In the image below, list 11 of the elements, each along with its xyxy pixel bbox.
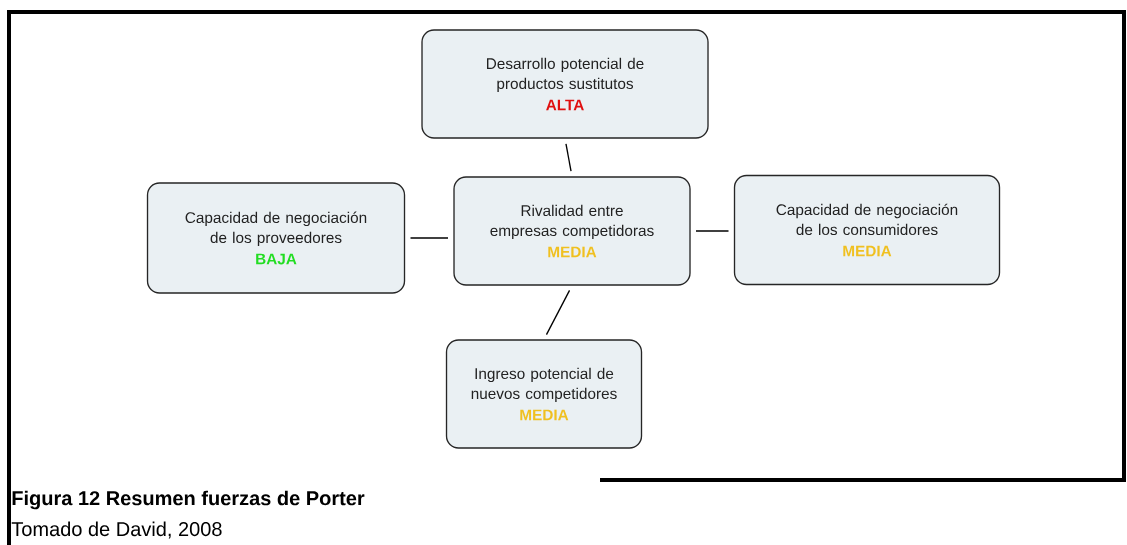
process-box: Ingreso potencial de nuevos competidores MEDIA — [445, 339, 643, 449]
process-box: Capacidad de negociación de los consumidores MEDIA — [733, 174, 1001, 286]
figure-caption: Figura 12 Resumen fuerzas de Porter — [12, 490, 365, 510]
connector-line — [695, 230, 730, 232]
connector-line — [409, 237, 449, 239]
source-note: Tomado de David, 2008 — [11, 521, 222, 539]
process-box: Capacidad de negociación de los proveedores BAJA — [146, 182, 406, 294]
process-box: Rivalidad entre empresas competidoras MEDIA — [453, 176, 691, 286]
connector-line — [545, 289, 571, 336]
connector-line — [565, 143, 572, 172]
process-box: Desarrollo potencial de productos sustitutos ALTA — [421, 29, 709, 139]
